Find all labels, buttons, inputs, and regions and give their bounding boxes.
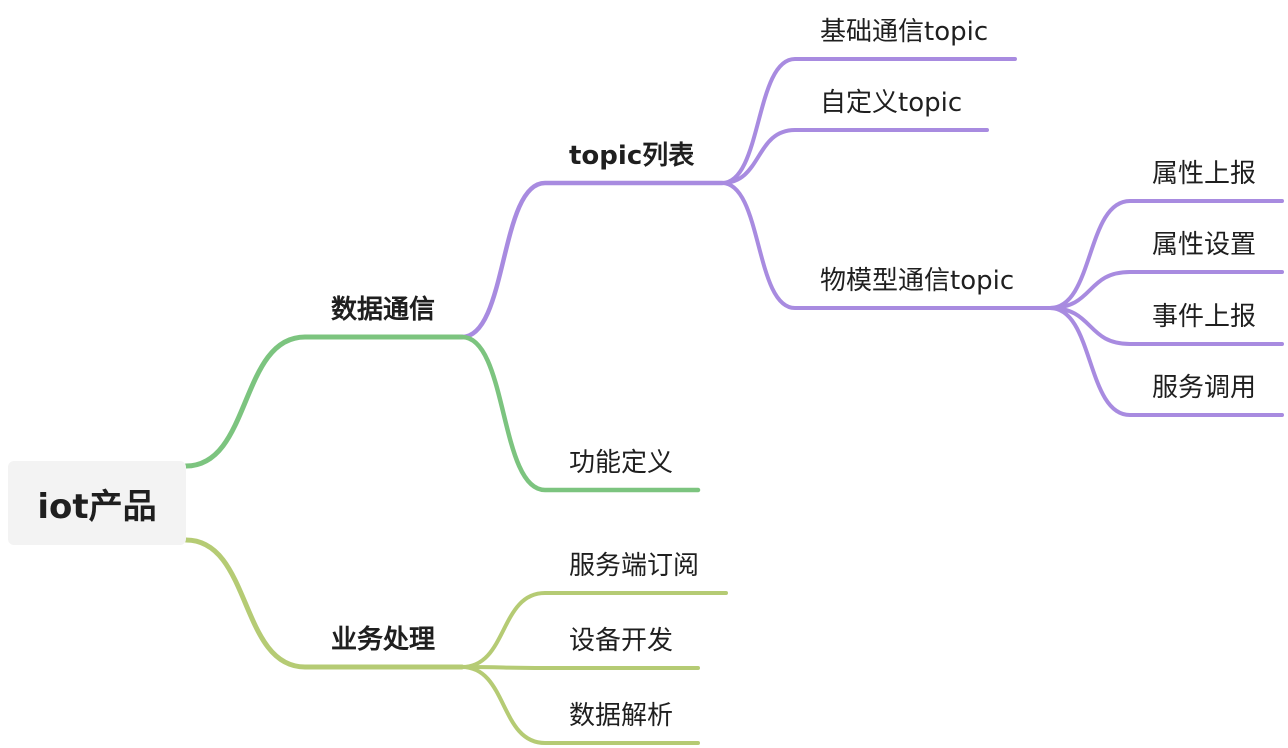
connector-basic-topic bbox=[720, 57, 1017, 185]
connector-function-definition bbox=[459, 334, 701, 493]
node-basic-topic[interactable]: 基础通信topic bbox=[820, 17, 989, 47]
connector-server-subscription bbox=[460, 591, 728, 669]
connector-tsl-topic bbox=[720, 181, 1052, 310]
connector-property-set bbox=[1048, 270, 1284, 310]
node-property-set[interactable]: 属性设置 bbox=[1152, 230, 1257, 260]
node-tsl-topic[interactable]: 物模型通信topic bbox=[820, 266, 1015, 296]
connector-root-data-communication bbox=[183, 334, 465, 469]
node-device-development[interactable]: 设备开发 bbox=[569, 626, 674, 656]
connector-root-business-processing bbox=[183, 537, 465, 670]
root-node[interactable]: iot产品 bbox=[8, 461, 186, 545]
connector-event-report bbox=[1048, 306, 1284, 346]
node-topic-list[interactable]: topic列表 bbox=[569, 141, 695, 171]
node-event-report[interactable]: 事件上报 bbox=[1152, 302, 1257, 332]
node-custom-topic[interactable]: 自定义topic bbox=[820, 88, 963, 118]
connector-property-report bbox=[1048, 199, 1284, 310]
node-business-processing[interactable]: 业务处理 bbox=[331, 625, 436, 655]
root-label: iot产品 bbox=[37, 486, 157, 527]
node-function-definition[interactable]: 功能定义 bbox=[569, 448, 674, 478]
node-service-call[interactable]: 服务调用 bbox=[1152, 373, 1257, 403]
node-data-communication[interactable]: 数据通信 bbox=[331, 295, 436, 325]
connector-topic-list bbox=[459, 180, 725, 340]
connector-custom-topic bbox=[720, 128, 989, 185]
connector-service-call bbox=[1048, 306, 1284, 417]
connector-device-development bbox=[460, 665, 700, 670]
node-property-report[interactable]: 属性上报 bbox=[1152, 159, 1257, 189]
node-server-subscription[interactable]: 服务端订阅 bbox=[569, 551, 700, 581]
node-data-parsing[interactable]: 数据解析 bbox=[569, 701, 674, 731]
connector-data-parsing bbox=[460, 665, 700, 745]
